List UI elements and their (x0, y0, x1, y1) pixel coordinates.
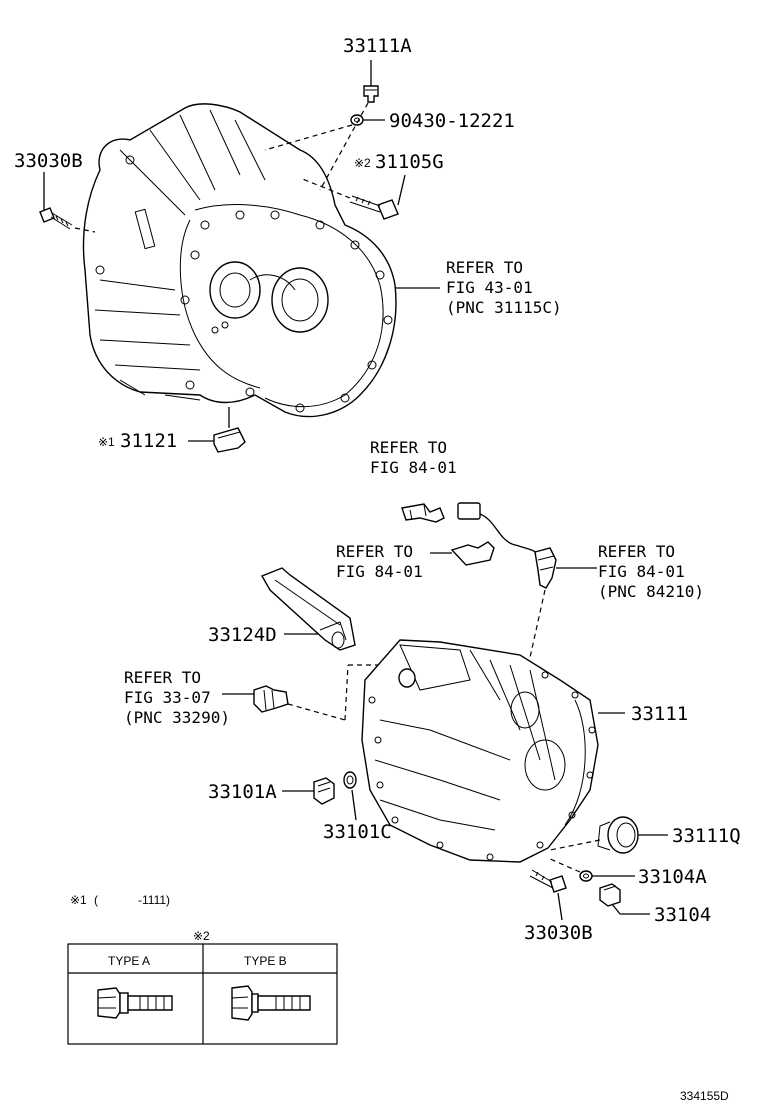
label-33030B-top: 33030B (14, 150, 83, 172)
figure-id: 334155D (680, 1089, 729, 1103)
label-33101A: 33101A (208, 781, 277, 803)
part-33111Q-oil-seal (597, 816, 639, 854)
ref-fig43-line2: FIG 43-01 (446, 278, 533, 297)
ref-fig33-line3: (PNC 33290) (124, 708, 230, 727)
ref-fig84a-line1: REFER TO (370, 438, 447, 457)
part-33104-plug (599, 883, 621, 907)
label-33124D: 33124D (208, 624, 277, 646)
ref-fig84b-line1: REFER TO (336, 542, 413, 561)
ref-fig84c-line2: FIG 84-01 (598, 562, 685, 581)
label-33101C: 33101C (323, 821, 392, 843)
label-90430-12221: 90430-12221 (389, 110, 515, 132)
label-33111A: 33111A (343, 35, 412, 57)
table-type-b-header: TYPE B (244, 954, 287, 968)
ref-fig84c-line1: REFER TO (598, 542, 675, 561)
ref-fig33-line2: FIG 33-07 (124, 688, 211, 707)
part-31121-plate (213, 427, 246, 453)
part-33124D-bracket (260, 567, 356, 651)
label-33030B-bottom: 33030B (524, 922, 593, 944)
ref-fig43-line1: REFER TO (446, 258, 523, 277)
part-31105G-bolt (349, 195, 399, 220)
label-33104A: 33104A (638, 866, 707, 888)
clutch-housing (82, 103, 397, 418)
type-a-bolt-drawing (97, 987, 173, 1019)
part-33104A-gasket (579, 870, 593, 882)
bolt-type-table (67, 943, 338, 1045)
ref-fig33-line1: REFER TO (124, 668, 201, 687)
table-type-a-header: TYPE A (108, 954, 150, 968)
marker-2-31105G: ※2 (354, 156, 371, 170)
type-b-bolt-drawing (231, 985, 311, 1021)
part-33030B-bolt-top (39, 207, 73, 230)
label-33111: 33111 (631, 703, 688, 725)
part-33101C-gasket (343, 771, 357, 789)
footnote-range: -1111) (138, 893, 170, 907)
label-31121: 31121 (120, 430, 177, 452)
part-33101A-drain-plug (313, 777, 335, 805)
ref-fig43-line3: (PNC 31115C) (446, 298, 562, 317)
label-33104: 33104 (654, 904, 711, 926)
part-plug-33290 (253, 685, 289, 713)
label-33111Q: 33111Q (672, 825, 741, 847)
speed-sensor-group (401, 502, 557, 589)
table-marker-2: ※2 (193, 929, 210, 943)
label-31105G: 31105G (375, 151, 444, 173)
ref-fig84c-line3: (PNC 84210) (598, 582, 704, 601)
footnote-marker-1: ※1 (70, 893, 87, 907)
part-33111A-breather-plug (363, 85, 379, 103)
part-33030B-bolt-bottom (529, 869, 567, 893)
ref-fig84b-line2: FIG 84-01 (336, 562, 423, 581)
footnote-open-paren: ( (94, 893, 98, 907)
transmission-case (361, 639, 599, 863)
marker-1-31121: ※1 (98, 435, 115, 449)
part-90430-12221-gasket (350, 114, 364, 126)
ref-fig84a-line2: FIG 84-01 (370, 458, 457, 477)
